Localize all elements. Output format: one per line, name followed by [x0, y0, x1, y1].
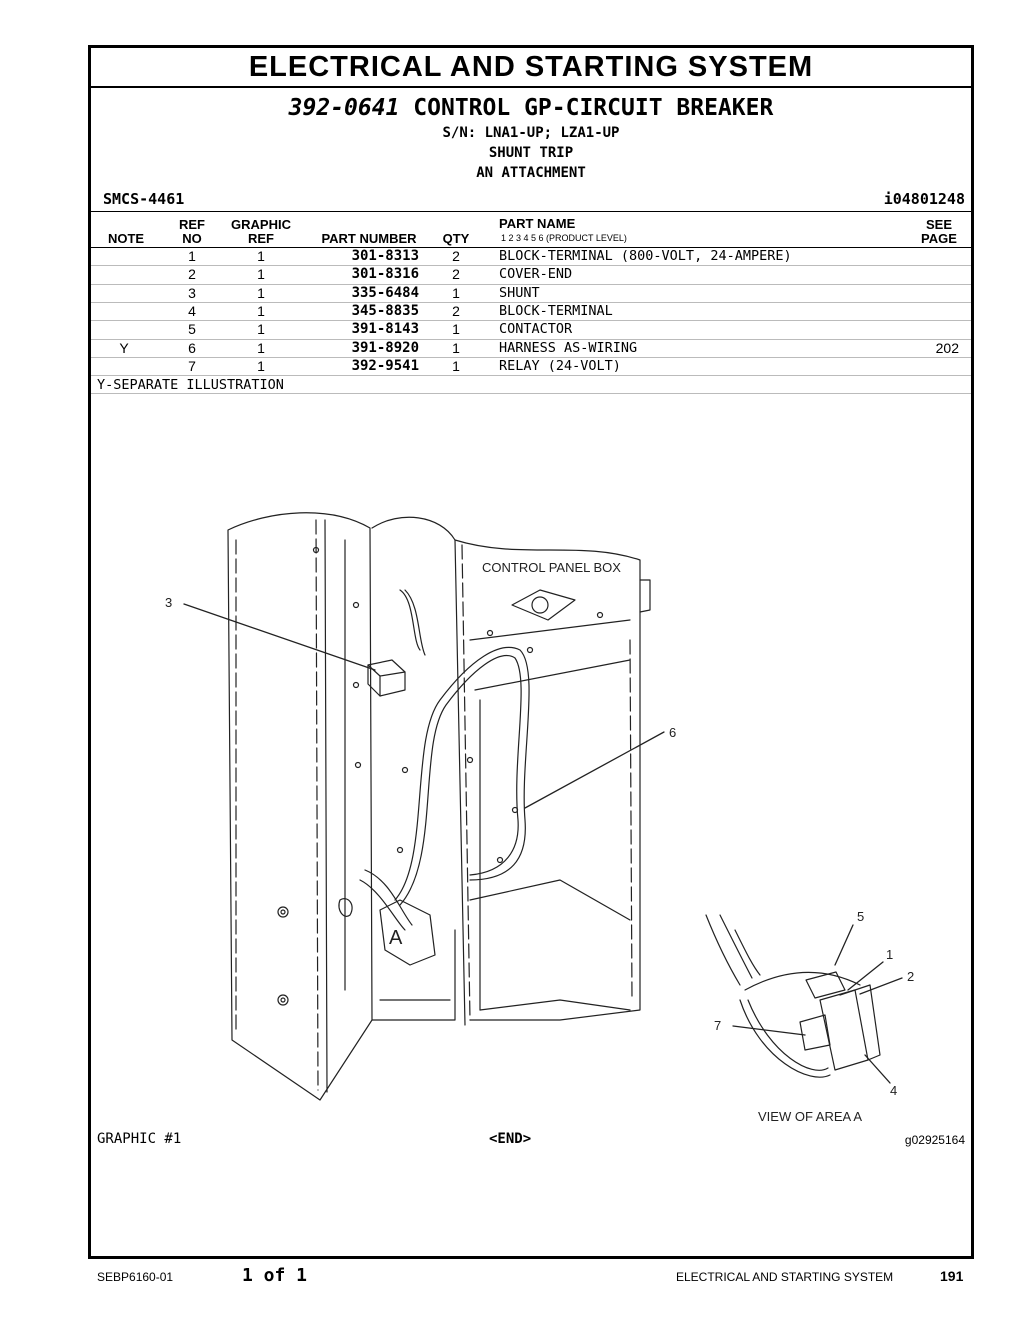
header-note: NOTE — [107, 231, 145, 246]
table-row — [91, 265, 971, 267]
header-graphic: GRAPHIC — [231, 217, 291, 232]
cell-name: BLOCK-TERMINAL (800-VOLT, 24-AMPERE) — [499, 248, 792, 264]
graphic-id: g02925164 — [904, 1133, 965, 1147]
left-cabinet-panel — [227, 512, 456, 1101]
cell-name: CONTACTOR — [499, 321, 573, 338]
header-ref: REF — [179, 217, 205, 232]
cell-qty: 1 — [452, 339, 460, 356]
cell-pn: 335-6484 — [351, 284, 419, 301]
cell-qty: 1 — [452, 321, 460, 338]
cell-qty: 2 — [452, 266, 460, 283]
cell-name: SHUNT — [499, 284, 540, 301]
table-row — [91, 320, 971, 322]
footer-page-number: 191 — [940, 1268, 964, 1284]
cell-gref: 1 — [257, 266, 265, 283]
smcs-code: SMCS-4461 — [103, 190, 185, 208]
header-qty: QTY — [442, 231, 470, 246]
header-page: PAGE — [921, 231, 957, 246]
cell-note: Y — [119, 339, 129, 356]
group-name: CONTROL GP-CIRCUIT BREAKER — [413, 95, 774, 121]
header-product-level: 1 2 3 4 5 6 (PRODUCT LEVEL) — [501, 233, 627, 243]
table-end-rule — [91, 393, 971, 394]
cell-qty: 2 — [452, 302, 460, 319]
table-row — [91, 356, 971, 358]
cell-pn: 345-8835 — [351, 302, 419, 319]
footer-section: ELECTRICAL AND STARTING SYSTEM — [676, 1270, 894, 1284]
cell-pn: 301-8316 — [351, 266, 419, 283]
callout-1: 1 — [886, 947, 893, 962]
callout-2: 2 — [907, 969, 914, 984]
group-part-number: 392-0641 — [288, 95, 400, 121]
callout-5: 5 — [857, 909, 864, 924]
cell-pn: 392-9541 — [351, 357, 419, 374]
page-title: ELECTRICAL AND STARTING SYSTEM — [91, 48, 971, 88]
cell-ref: 3 — [188, 284, 196, 301]
header-part-number: PART NUMBER — [321, 231, 417, 246]
group-heading: 392-0641 CONTROL GP-CIRCUIT BREAKER — [91, 95, 971, 121]
separate-illustration-note: Y-SEPARATE ILLUSTRATION — [97, 377, 284, 393]
callout-6: 6 — [669, 725, 676, 740]
cell-gref: 1 — [257, 339, 265, 356]
cell-name: BLOCK-TERMINAL — [499, 302, 613, 319]
illustration-id: i04801248 — [883, 190, 965, 208]
cell-gref: 1 — [257, 302, 265, 319]
label-view-of-area-a: VIEW OF AREA A — [758, 1109, 862, 1124]
end-label: <END> — [489, 1131, 532, 1147]
cell-ref: 7 — [188, 357, 196, 374]
label-control-panel-box: CONTROL PANEL BOX — [482, 560, 621, 575]
callout-leaders — [183, 603, 903, 1084]
header-see: SEE — [925, 217, 952, 232]
cell-gref: 1 — [257, 284, 265, 301]
table-row — [91, 375, 971, 377]
cell-see: 202 — [935, 339, 959, 356]
harness-drawing — [338, 589, 530, 966]
header-no: NO — [182, 231, 202, 246]
serial-numbers: S/N: LNA1-UP; LZA1-UP — [442, 125, 620, 141]
callout-4: 4 — [890, 1083, 897, 1098]
cell-pn: 391-8920 — [351, 339, 419, 356]
area-a-detail-drawing — [705, 914, 881, 1078]
footer-doc-number: SEBP6160-01 — [97, 1270, 174, 1284]
cell-gref: 1 — [257, 321, 265, 338]
cell-qty: 1 — [452, 357, 460, 374]
cell-gref: 1 — [257, 248, 265, 264]
table-row — [91, 338, 971, 340]
cell-qty: 2 — [452, 248, 460, 264]
header-graphic-ref: REF — [248, 231, 274, 246]
cell-name: RELAY (24-VOLT) — [499, 357, 621, 374]
panel-bolts — [277, 546, 409, 1006]
cell-name: COVER-END — [499, 266, 573, 283]
cell-name: HARNESS AS-WIRING — [499, 339, 638, 356]
subtitle-line-2: AN ATTACHMENT — [476, 165, 586, 181]
callout-7: 7 — [714, 1018, 721, 1033]
callout-3: 3 — [165, 595, 172, 610]
control-panel-box-drawing — [371, 516, 651, 1026]
cell-ref: 4 — [188, 302, 196, 319]
header-part-name: PART NAME — [499, 216, 576, 231]
header-bottom-rule — [91, 247, 971, 248]
cell-qty: 1 — [452, 284, 460, 301]
subtitle-line-1: SHUNT TRIP — [488, 145, 574, 161]
cell-pn: 391-8143 — [351, 321, 419, 338]
table-row — [91, 301, 971, 303]
page-frame: ELECTRICAL AND STARTING SYSTEM 392-0641 … — [88, 45, 974, 1259]
cell-gref: 1 — [257, 357, 265, 374]
cell-pn: 301-8313 — [351, 248, 419, 264]
footer-page-of: 1 of 1 — [242, 1265, 308, 1286]
shunt-drawing — [367, 659, 406, 697]
graphic-label: GRAPHIC #1 — [97, 1131, 182, 1147]
label-area-a: A — [389, 927, 403, 949]
table-row — [91, 283, 971, 285]
cell-ref: 6 — [188, 339, 196, 356]
table-top-rule — [91, 211, 971, 212]
cell-ref: 5 — [188, 321, 196, 338]
cell-ref: 1 — [188, 248, 196, 264]
cell-ref: 2 — [188, 266, 196, 283]
